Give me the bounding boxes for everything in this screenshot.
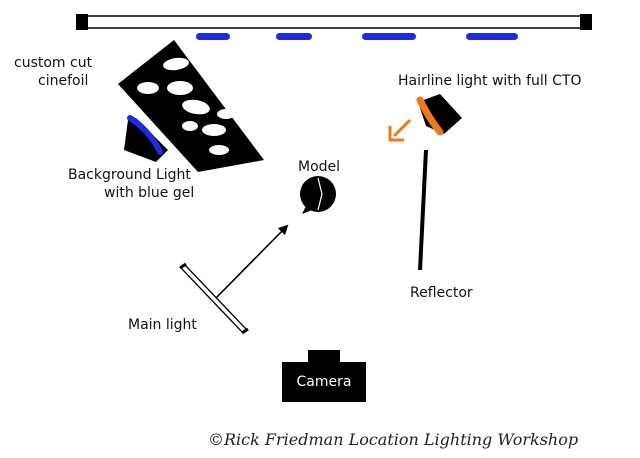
background-rail	[76, 14, 592, 30]
blue-light-spots	[196, 33, 518, 40]
cinefoil-label-line2: cinefoil	[38, 73, 89, 89]
blue-spot-4	[466, 33, 518, 40]
blue-spot-1	[196, 33, 230, 40]
hairline-light	[416, 94, 462, 136]
reflector-label: Reflector	[410, 285, 473, 301]
background-light	[124, 115, 168, 162]
camera-label: Camera	[296, 374, 352, 390]
blue-spot-3	[362, 33, 416, 40]
main-arrow-icon	[215, 224, 289, 299]
main-light-label: Main light	[128, 317, 197, 333]
cinefoil-label-line1: custom cut	[14, 55, 93, 71]
main-light	[179, 262, 249, 335]
hairline-arrow-icon	[388, 118, 412, 142]
blue-gel	[127, 115, 163, 155]
cto-gel	[416, 96, 444, 136]
cinefoil	[118, 40, 264, 172]
model-label: Model	[298, 159, 341, 175]
background-light-label-line2: with blue gel	[104, 185, 195, 201]
background-light-label-line1: Background Light	[68, 167, 191, 183]
model-figure	[300, 176, 336, 214]
copyright-text: ©Rick Friedman Location Lighting Worksho…	[208, 430, 579, 449]
reflector	[418, 149, 428, 271]
blue-spot-2	[276, 33, 312, 40]
camera	[282, 350, 366, 402]
hairline-light-label: Hairline light with full CTO	[398, 73, 582, 89]
